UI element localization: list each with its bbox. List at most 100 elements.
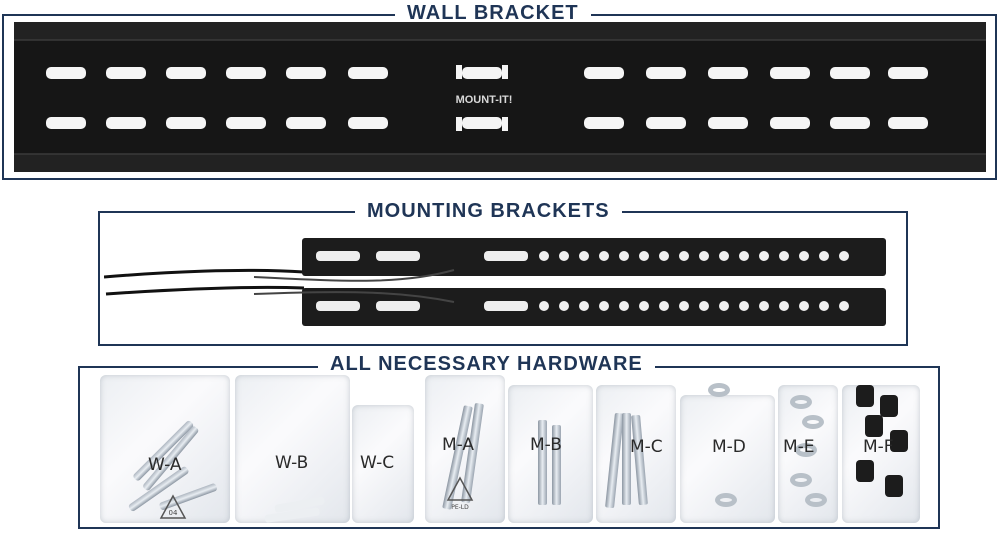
brand-label: MOUNT-IT! bbox=[456, 94, 513, 106]
recycle-icon: 04 bbox=[159, 494, 187, 519]
bracket-hole bbox=[799, 251, 809, 261]
spacer-cap bbox=[865, 415, 883, 437]
wall-bracket-slots bbox=[46, 67, 928, 129]
spacer-cap bbox=[856, 460, 874, 482]
recycle-icon: PE-LD bbox=[446, 476, 474, 511]
spacer-cap bbox=[890, 430, 908, 452]
bracket-hole bbox=[839, 301, 849, 311]
mounting-brackets-image bbox=[104, 238, 886, 326]
bag-m-b bbox=[508, 385, 593, 523]
bracket-slot bbox=[348, 117, 388, 129]
bracket-hole bbox=[659, 251, 669, 261]
bracket-hole bbox=[719, 251, 729, 261]
bolt bbox=[622, 413, 631, 505]
washer bbox=[802, 415, 824, 429]
bracket-slot bbox=[484, 301, 528, 311]
bag-label-m-a: M-A bbox=[442, 435, 475, 455]
washer bbox=[708, 383, 730, 397]
bag-label-m-b: M-B bbox=[530, 435, 562, 455]
bracket-slot bbox=[286, 67, 326, 79]
bracket-slot bbox=[316, 301, 360, 311]
bracket-hole bbox=[619, 301, 629, 311]
bracket-slot bbox=[46, 117, 86, 129]
bracket-hole bbox=[619, 251, 629, 261]
bracket-slot bbox=[584, 67, 624, 79]
bracket-hole bbox=[559, 251, 569, 261]
bracket-slot bbox=[708, 67, 748, 79]
bracket-hole bbox=[579, 251, 589, 261]
spacer-cap bbox=[880, 395, 898, 417]
bracket-hole bbox=[739, 301, 749, 311]
bolt bbox=[538, 420, 547, 505]
bracket-hole bbox=[839, 251, 849, 261]
bracket-slot bbox=[646, 117, 686, 129]
bracket-hole bbox=[759, 301, 769, 311]
recycle-material: PE-LD bbox=[451, 504, 469, 511]
bracket-slot bbox=[316, 251, 360, 261]
spacer-cap bbox=[885, 475, 903, 497]
bag-label-w-c: W-C bbox=[360, 453, 395, 473]
washer bbox=[805, 493, 827, 507]
bracket-hole bbox=[579, 301, 589, 311]
bracket-slot bbox=[770, 67, 810, 79]
washer bbox=[790, 473, 812, 487]
bracket-slot bbox=[226, 67, 266, 79]
bracket-hole bbox=[799, 301, 809, 311]
hardware-title: ALL NECESSARY HARDWARE bbox=[318, 353, 655, 375]
bracket-hole bbox=[819, 251, 829, 261]
spacer-cap bbox=[856, 385, 874, 407]
bracket-slot bbox=[376, 251, 420, 261]
washer bbox=[795, 443, 817, 457]
bracket-hole bbox=[559, 301, 569, 311]
bracket-slot bbox=[106, 67, 146, 79]
bolt bbox=[552, 425, 561, 505]
hardware-bags: W-A W-B W-C M-A M-B M-C M-D M-E M-F 04 P… bbox=[90, 375, 930, 525]
bracket-slot bbox=[708, 117, 748, 129]
bracket-hole bbox=[639, 301, 649, 311]
bracket-slot bbox=[888, 67, 928, 79]
wall-bracket-image: MOUNT-IT! bbox=[14, 22, 986, 172]
bracket-slot bbox=[376, 301, 420, 311]
bracket-hole bbox=[539, 301, 549, 311]
bracket-slot bbox=[830, 117, 870, 129]
bracket-slot bbox=[286, 117, 326, 129]
bracket-slot bbox=[646, 67, 686, 79]
bracket-slot bbox=[348, 67, 388, 79]
bag-label-m-e: M-E bbox=[783, 437, 815, 457]
bracket-hole bbox=[739, 251, 749, 261]
bracket-slot bbox=[166, 67, 206, 79]
mounting-bracket-holes bbox=[316, 251, 849, 311]
bracket-slot bbox=[166, 117, 206, 129]
bag-label-m-f: M-F bbox=[863, 437, 894, 457]
bag-w-b bbox=[235, 375, 350, 523]
washer bbox=[790, 395, 812, 409]
bracket-slot bbox=[46, 67, 86, 79]
bracket-slot bbox=[484, 251, 528, 261]
bag-w-c bbox=[352, 405, 414, 523]
bracket-slot bbox=[584, 117, 624, 129]
recycle-code: 04 bbox=[169, 509, 178, 517]
bracket-slot bbox=[770, 117, 810, 129]
washer bbox=[715, 493, 737, 507]
bracket-hole bbox=[779, 301, 789, 311]
bracket-hole bbox=[679, 301, 689, 311]
bracket-hole bbox=[599, 301, 609, 311]
bracket-hole bbox=[679, 251, 689, 261]
bracket-slot bbox=[106, 117, 146, 129]
bracket-hole bbox=[779, 251, 789, 261]
bracket-hole bbox=[759, 251, 769, 261]
bracket-hole bbox=[639, 251, 649, 261]
bracket-hole bbox=[599, 251, 609, 261]
bag-label-m-c: M-C bbox=[630, 437, 663, 457]
bracket-slot bbox=[226, 117, 266, 129]
bracket-hole bbox=[699, 301, 709, 311]
wall-bracket-title: WALL BRACKET bbox=[395, 2, 591, 24]
bag-label-w-b: W-B bbox=[275, 453, 309, 473]
bracket-hole bbox=[659, 301, 669, 311]
bracket-hole bbox=[719, 301, 729, 311]
mounting-brackets-title: MOUNTING BRACKETS bbox=[355, 200, 622, 222]
bracket-hole bbox=[699, 251, 709, 261]
bag-label-w-a: W-A bbox=[148, 455, 182, 475]
bracket-slot bbox=[888, 117, 928, 129]
bracket-hole bbox=[819, 301, 829, 311]
